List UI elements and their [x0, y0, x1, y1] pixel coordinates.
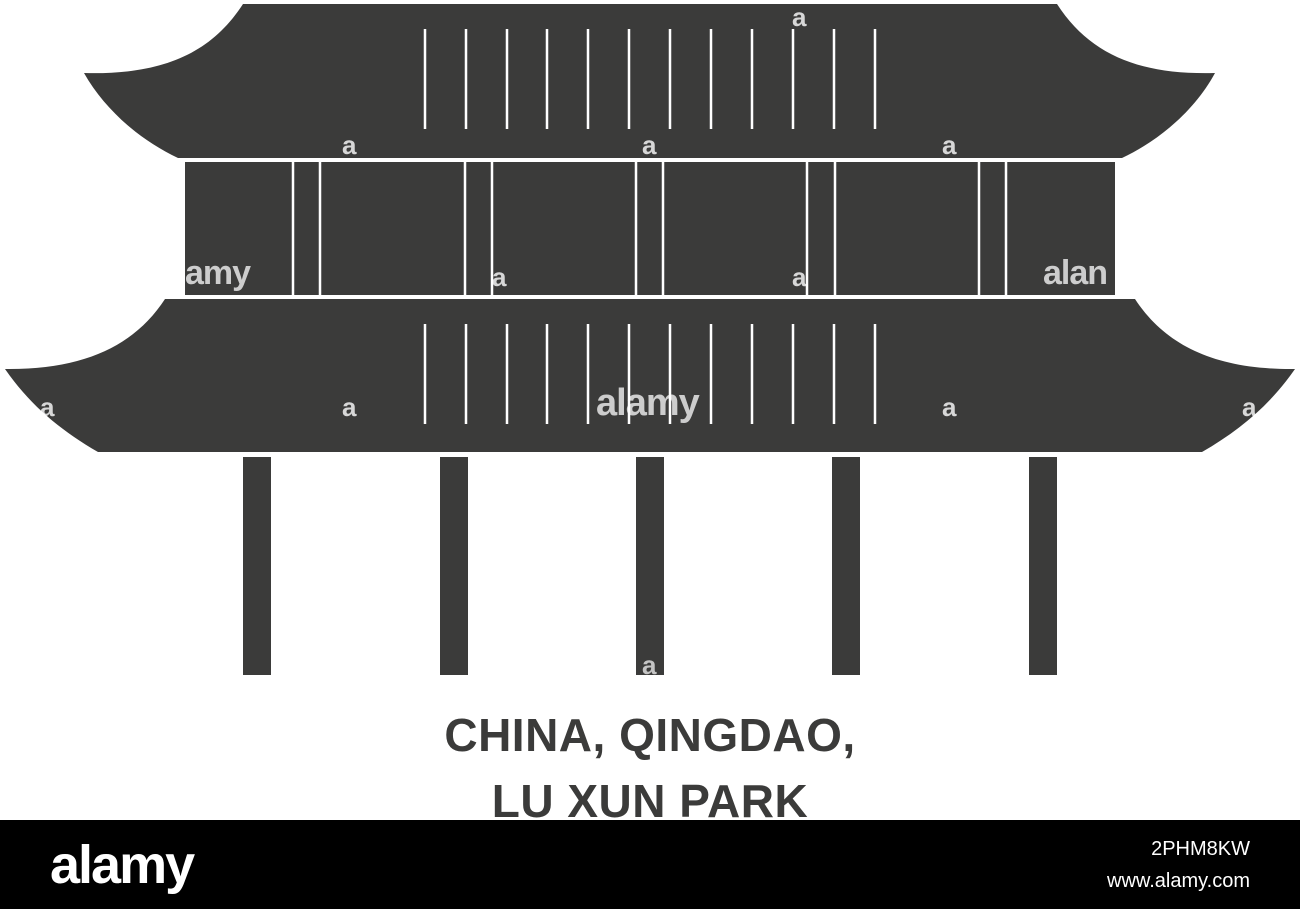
watermark-glyph: a: [942, 392, 957, 422]
pagoda-gate-icon: [5, 4, 1295, 675]
site-url: www.alamy.com: [1107, 870, 1250, 892]
middle-band: [185, 162, 1115, 295]
watermark-glyph: a: [40, 392, 55, 422]
watermark-text: alan: [1043, 254, 1108, 292]
watermark-glyph: a: [642, 650, 657, 680]
watermark-glyph: a: [792, 262, 807, 292]
pillar: [440, 457, 468, 675]
lower-roof-lines: [423, 324, 877, 424]
footer-bar: alamy 2PHM8KW www.alamy.com: [0, 820, 1300, 909]
watermark-glyph: a: [342, 130, 357, 160]
image-id: 2PHM8KW: [1151, 838, 1250, 860]
lower-roof: [5, 299, 1295, 452]
watermark-glyph: a: [642, 130, 657, 160]
caption-line-1: CHINA, QINGDAO,: [444, 709, 856, 761]
pillar: [243, 457, 271, 675]
watermark-glyph: a: [792, 2, 807, 32]
watermark-glyph: a: [1242, 392, 1257, 422]
upper-roof: [84, 4, 1215, 158]
upper-roof-lines: [423, 29, 877, 129]
watermark-glyph: a: [942, 130, 957, 160]
watermark-glyph: a: [492, 262, 507, 292]
watermark-glyph: a: [342, 392, 357, 422]
pillar: [636, 457, 664, 675]
band-dividers: [291, 162, 1008, 295]
pillar: [832, 457, 860, 675]
pillar: [1029, 457, 1057, 675]
watermark-text: alamy: [596, 382, 700, 424]
alamy-logo: alamy: [50, 835, 195, 895]
caption-line-2: LU XUN PARK: [491, 775, 809, 827]
watermark-text: amy: [185, 254, 251, 292]
